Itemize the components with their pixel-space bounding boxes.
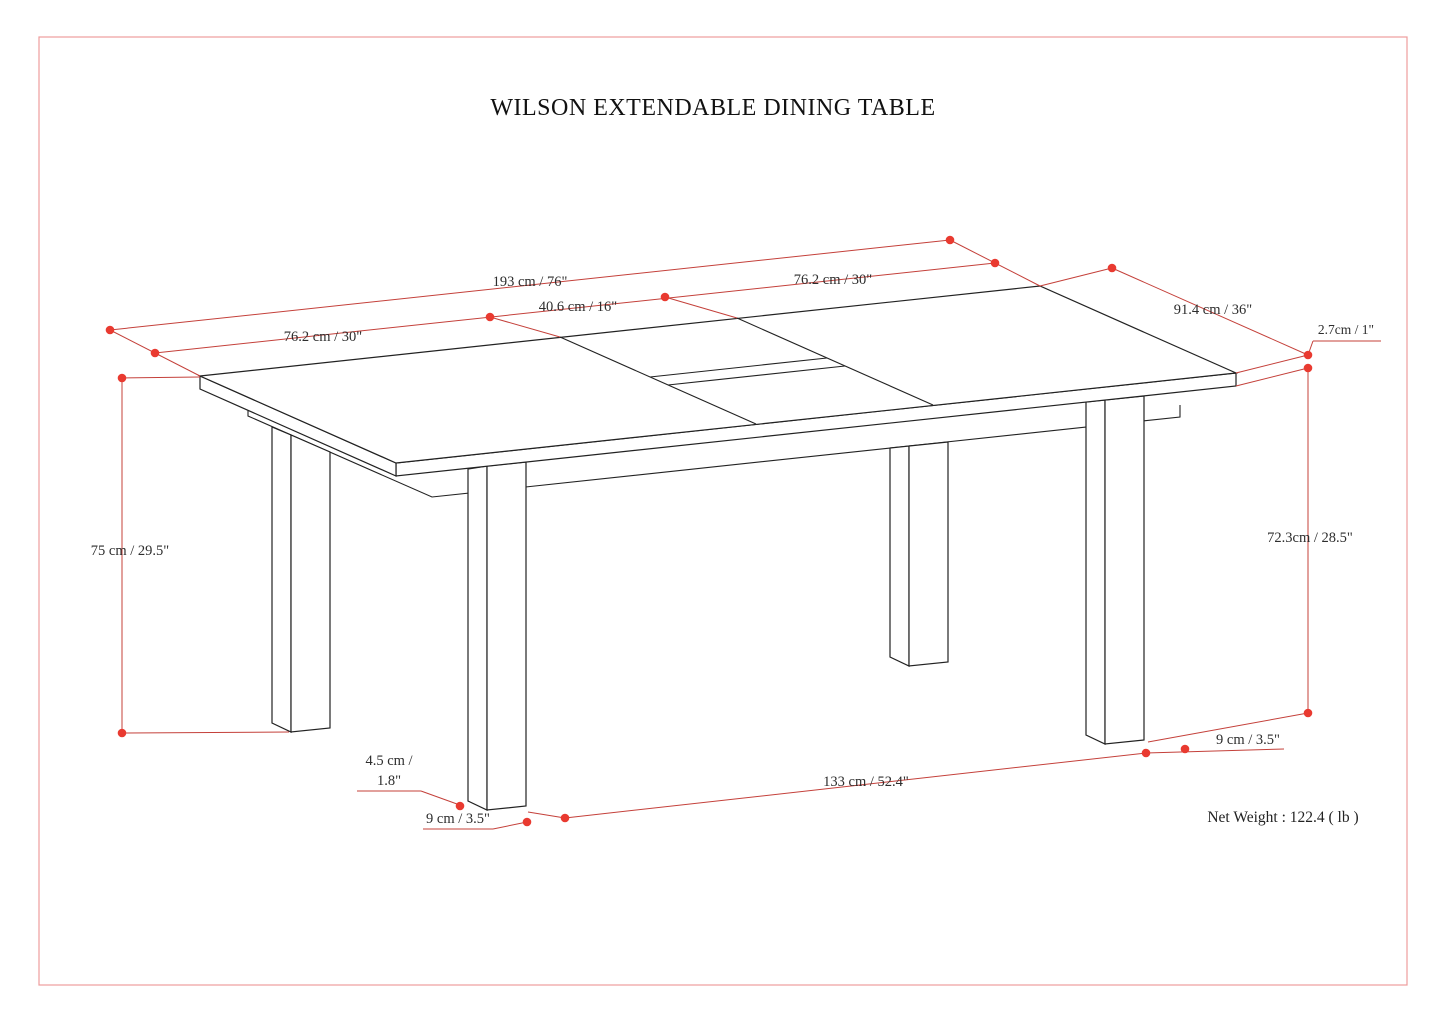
dimension-endpoint-dot [1141,748,1151,758]
dimension-endpoint-dot [1107,263,1117,273]
leaf-center-seam-upper [649,357,828,378]
dimension-endpoint-dot [105,325,115,335]
dimension-line-leg-width-right [1145,748,1285,754]
extension-line [1147,712,1309,743]
dim-label-foot-line2: 1.8" [377,773,401,789]
dim-label-height-left: 75 cm / 29.5" [91,543,169,559]
dimension-endpoint-dot [1303,363,1313,373]
dimension-endpoint-dot [945,235,955,245]
dimension-endpoint-dot [560,813,570,823]
dim-label-depth: 91.4 cm / 36" [1174,302,1252,318]
leader-line [492,821,528,830]
dimension-endpoint-dot [1303,708,1313,718]
extension-line [489,316,561,338]
dim-label-section-right: 76.2 cm / 30" [794,272,872,288]
dim-label-foot-line1: 4.5 cm / [365,753,413,769]
dim-label-length: 193 cm / 76" [493,274,568,290]
leaf-center-seam-lower [667,365,846,386]
extension-line [1235,367,1309,387]
dim-label-leg-width-left: 9 cm / 3.5" [426,811,490,827]
extension-line [121,376,201,379]
dimension-labels: 193 cm / 76" 76.2 cm / 30" 40.6 cm / 16"… [91,272,1374,827]
dim-label-leg-spacing: 133 cm / 52.4" [823,774,909,790]
back-left-leg-side-face [271,426,292,733]
front-left-leg-front-face [486,461,527,811]
dimension-endpoint-dot [150,348,160,358]
extension-line [527,811,566,819]
dimension-line-sections [154,262,996,354]
extension-line [121,731,290,734]
dim-label-section-left: 76.2 cm / 30" [284,329,362,345]
dimension-endpoint-dot [485,312,495,322]
page-title: WILSON EXTENDABLE DINING TABLE [490,95,935,121]
table-drawing [197,285,1239,811]
dimension-line-leg-spacing [564,752,1147,819]
dimension-endpoint-dot [455,801,465,811]
front-right-leg-front-face [1104,395,1145,745]
dimension-endpoint-dot [1180,744,1190,754]
dim-label-leaf: 40.6 cm / 16" [539,299,617,315]
net-weight-label: Net Weight : 122.4 ( lb ) [1207,809,1358,826]
leader-line [420,790,458,805]
extension-line [1235,354,1309,374]
dimension-endpoint-dot [117,728,127,738]
leaf-seam-right [736,317,934,406]
back-right-leg-front-face [908,441,949,667]
extension-line [1039,267,1113,287]
front-left-leg-side-face [467,465,488,811]
dim-label-thickness: 2.7cm / 1" [1318,322,1374,337]
leaf-seam-left [559,336,757,425]
dimension-endpoint-dot [1303,350,1313,360]
dim-label-height-right: 72.3cm / 28.5" [1267,530,1353,546]
page-border-frame [38,36,1408,986]
dimension-endpoint-dot [117,373,127,383]
back-right-leg-side-face [889,445,910,667]
front-right-leg-side-face [1085,399,1106,745]
extension-line [664,296,738,319]
dimension-endpoint-dot [660,292,670,302]
dim-label-leg-width-right: 9 cm / 3.5" [1216,732,1280,748]
table-apron [247,404,1181,498]
dimension-line-depth [1111,267,1309,356]
dimension-line-length [109,239,951,331]
back-left-leg-front-face [290,434,331,733]
dimension-endpoint-dot [990,258,1000,268]
dimension-endpoint-dot [522,817,532,827]
dimension-endpoints [105,235,1313,827]
